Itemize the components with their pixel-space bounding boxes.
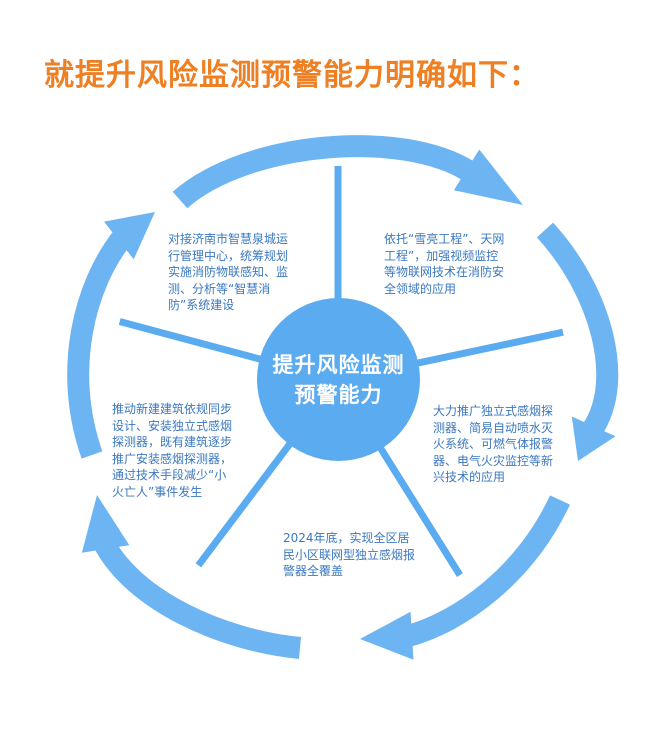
spoke-lines: [118, 166, 564, 577]
cycle-arrows: [67, 135, 619, 660]
center-title-line-2: 预警能力: [294, 382, 383, 407]
item-smart-fire-system: 对接济南市智慧泉城运行管理中心，统筹规划实施消防物联感知、监测、分析等“智慧消防…: [168, 232, 289, 312]
item-new-technologies: 大力推广独立式感烟探测器、简易自动喷水灭火系统、可燃气体报警器、电气火灾监控等新…: [433, 404, 554, 484]
spoke-line-3: [372, 437, 463, 577]
item-video-monitoring: 依托“雪亮工程”、天网工程”，加强视频监控等物联网技术在消防安全领域的应用: [384, 232, 505, 296]
item-full-coverage: 2024年底，实现全区居民小区联网型独立感烟报警器全覆盖: [283, 531, 416, 578]
cycle-arrow-1: [172, 135, 523, 209]
page-title: 就提升风险监测预警能力明确如下：: [44, 58, 540, 93]
cycle-arrow-5: [67, 212, 155, 459]
item-new-buildings: 推动新建建筑依规同步设计、安装独立式感烟探测器，既有建筑逐步推广安装感烟探测器，…: [112, 402, 233, 499]
spoke-line-4: [195, 433, 299, 568]
spoke-line-5: [118, 318, 272, 366]
cycle-arrow-2: [536, 222, 619, 461]
center-title-line-1: 提升风险监测: [272, 352, 405, 377]
spoke-line-2: [405, 328, 564, 369]
cycle-arrow-4: [81, 495, 302, 659]
center-hub: 提升风险监测 预警能力: [257, 298, 420, 461]
cycle-arrow-3: [360, 495, 570, 660]
